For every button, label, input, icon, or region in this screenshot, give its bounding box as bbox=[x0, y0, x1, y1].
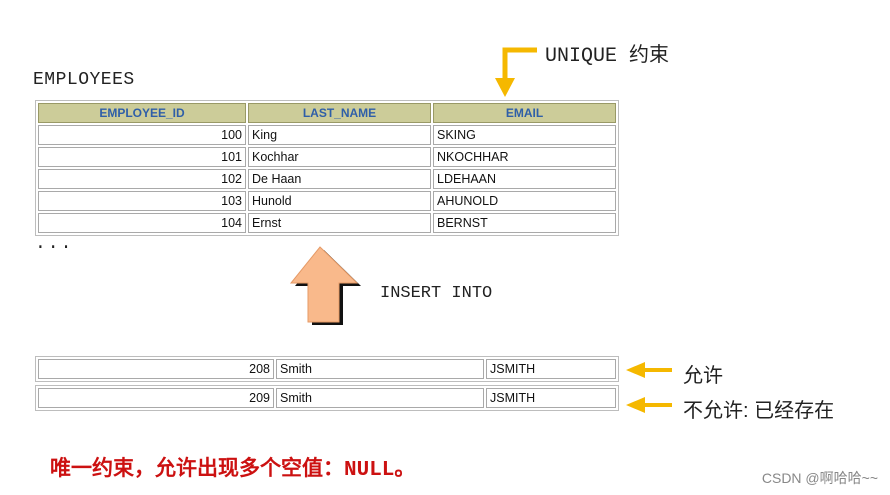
not-allowed-label: 不允许: 已经存在 bbox=[683, 400, 835, 422]
unique-constraint-label: UNIQUE 约束 bbox=[545, 45, 670, 68]
cell-email: SKING bbox=[433, 125, 616, 145]
insert-row-rejected: 209 Smith JSMITH bbox=[35, 385, 619, 411]
insert-row-allowed: 208 Smith JSMITH bbox=[35, 356, 619, 382]
header-employee-id: EMPLOYEE_ID bbox=[38, 103, 246, 123]
note-text: 唯一约束，允许出现多个空值： bbox=[50, 457, 344, 480]
cell-last-name: Hunold bbox=[248, 191, 431, 211]
cell-email: AHUNOLD bbox=[433, 191, 616, 211]
cell-last-name: Smith bbox=[276, 359, 484, 379]
more-rows-ellipsis: ... bbox=[35, 234, 74, 254]
header-email: EMAIL bbox=[433, 103, 616, 123]
employees-table: EMPLOYEE_ID LAST_NAME EMAIL 100 King SKI… bbox=[35, 100, 619, 236]
cell-last-name: King bbox=[248, 125, 431, 145]
unique-null-note: 唯一约束，允许出现多个空值：NULL。 bbox=[50, 452, 415, 482]
cell-employee-id: 101 bbox=[38, 147, 246, 167]
header-last-name: LAST_NAME bbox=[248, 103, 431, 123]
watermark: CSDN @啊哈哈~~ bbox=[761, 470, 878, 486]
allowed-label: 允许 bbox=[683, 365, 723, 387]
cell-email: JSMITH bbox=[486, 388, 616, 408]
cell-last-name: Kochhar bbox=[248, 147, 431, 167]
cell-last-name: Smith bbox=[276, 388, 484, 408]
cell-employee-id: 208 bbox=[38, 359, 274, 379]
cell-email: NKOCHHAR bbox=[433, 147, 616, 167]
cell-email: LDEHAAN bbox=[433, 169, 616, 189]
cell-last-name: Ernst bbox=[248, 213, 431, 233]
cell-employee-id: 103 bbox=[38, 191, 246, 211]
cell-employee-id: 100 bbox=[38, 125, 246, 145]
cell-employee-id: 104 bbox=[38, 213, 246, 233]
cell-employee-id: 209 bbox=[38, 388, 274, 408]
insert-into-label: INSERT INTO bbox=[380, 284, 493, 303]
note-null-keyword: NULL bbox=[344, 459, 395, 482]
cell-email: BERNST bbox=[433, 213, 616, 233]
cell-last-name: De Haan bbox=[248, 169, 431, 189]
cell-employee-id: 102 bbox=[38, 169, 246, 189]
note-suffix: 。 bbox=[394, 457, 416, 480]
cell-email: JSMITH bbox=[486, 359, 616, 379]
table-title: EMPLOYEES bbox=[33, 70, 135, 90]
